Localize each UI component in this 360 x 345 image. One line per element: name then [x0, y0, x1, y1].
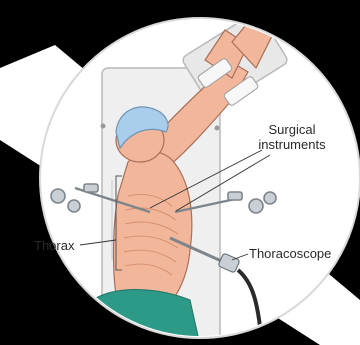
surgical-instruments-label-line1: Surgical — [250, 122, 334, 137]
thoracoscope-label: Thoracoscope — [249, 246, 331, 261]
thorax-label: Thorax — [34, 238, 74, 253]
patient-torso — [114, 152, 192, 305]
surgical-instruments-label: Surgical instruments — [250, 122, 334, 152]
surgical-instruments-label-line2: instruments — [250, 137, 334, 152]
